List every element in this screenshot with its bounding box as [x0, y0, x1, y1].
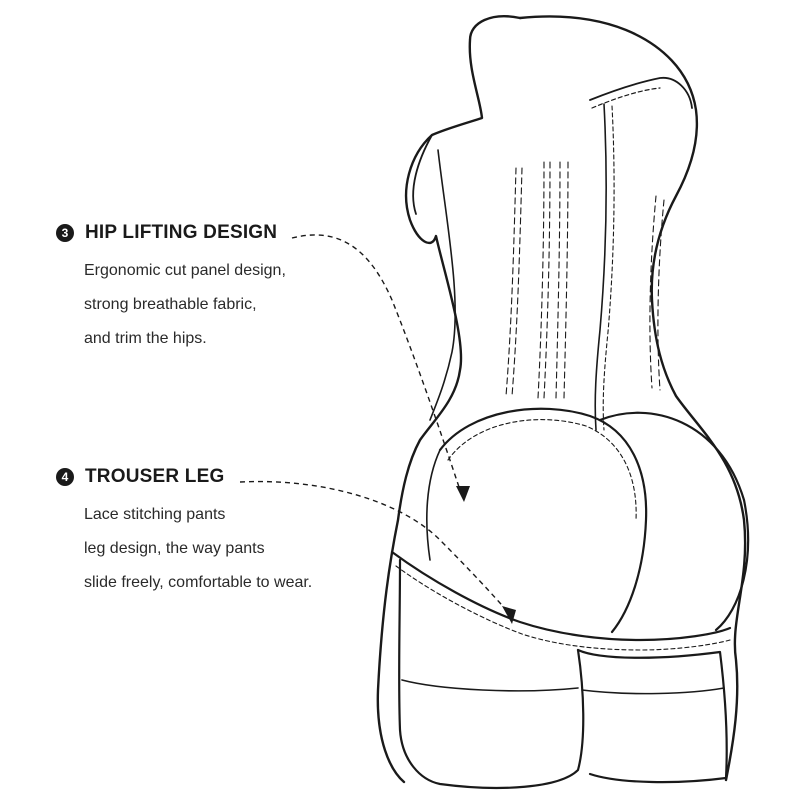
side-panel [429, 149, 456, 421]
feature-title: TROUSER LEG [85, 466, 225, 487]
feature-hip-lifting: 3 HIP LIFTING DESIGN Ergonomic cut panel… [56, 218, 286, 356]
boning-3 [537, 161, 545, 399]
back-outline [518, 15, 747, 782]
left-leg [398, 558, 585, 790]
boning-7 [649, 195, 657, 389]
torso-outline [376, 15, 522, 784]
callout-arrow-leg [239, 480, 509, 613]
hip-inner [426, 449, 441, 561]
bust-line [412, 134, 433, 215]
feature-description: Lace stitching pants leg design, the way… [84, 498, 312, 600]
number-badge: 4 [56, 468, 74, 486]
description-line: slide freely, comfortable to wear. [84, 574, 313, 591]
description-line: leg design, the way pants [84, 540, 265, 557]
feature-title: HIP LIFTING DESIGN [85, 222, 278, 243]
boning-4 [543, 161, 551, 399]
leg-band-stitch [395, 565, 731, 651]
description-line: Lace stitching pants [84, 506, 226, 523]
arrowhead-hip [456, 486, 470, 502]
boning-8 [657, 199, 665, 391]
hip-panel-left [438, 407, 648, 634]
feature-description: Ergonomic cut panel design, strong breat… [84, 254, 286, 356]
center-seam [594, 103, 607, 431]
boning-5 [555, 161, 561, 399]
leg-band-top [390, 550, 732, 642]
arrowhead-leg [502, 606, 516, 624]
feature-trouser-leg: 4 TROUSER LEG Lace stitching pants leg d… [56, 462, 312, 600]
description-line: Ergonomic cut panel design, [84, 262, 286, 279]
neck-seam [591, 87, 661, 109]
boning-1 [505, 167, 517, 397]
number-badge: 3 [56, 224, 74, 242]
center-seam-stitch [602, 105, 615, 431]
feature-title-row: 4 TROUSER LEG [56, 462, 312, 492]
left-leg-hem [401, 679, 579, 692]
boning-2 [511, 167, 523, 397]
neckline [589, 77, 693, 109]
feature-title-row: 3 HIP LIFTING DESIGN [56, 218, 286, 248]
hip-stitch [447, 419, 637, 521]
description-line: strong breathable fabric, [84, 296, 257, 313]
callout-arrow-hip [291, 234, 461, 491]
description-line: and trim the hips. [84, 330, 207, 347]
right-leg [576, 648, 728, 784]
hip-panel-right [598, 411, 750, 632]
right-leg-hem [581, 687, 725, 695]
boning-6 [563, 161, 569, 399]
